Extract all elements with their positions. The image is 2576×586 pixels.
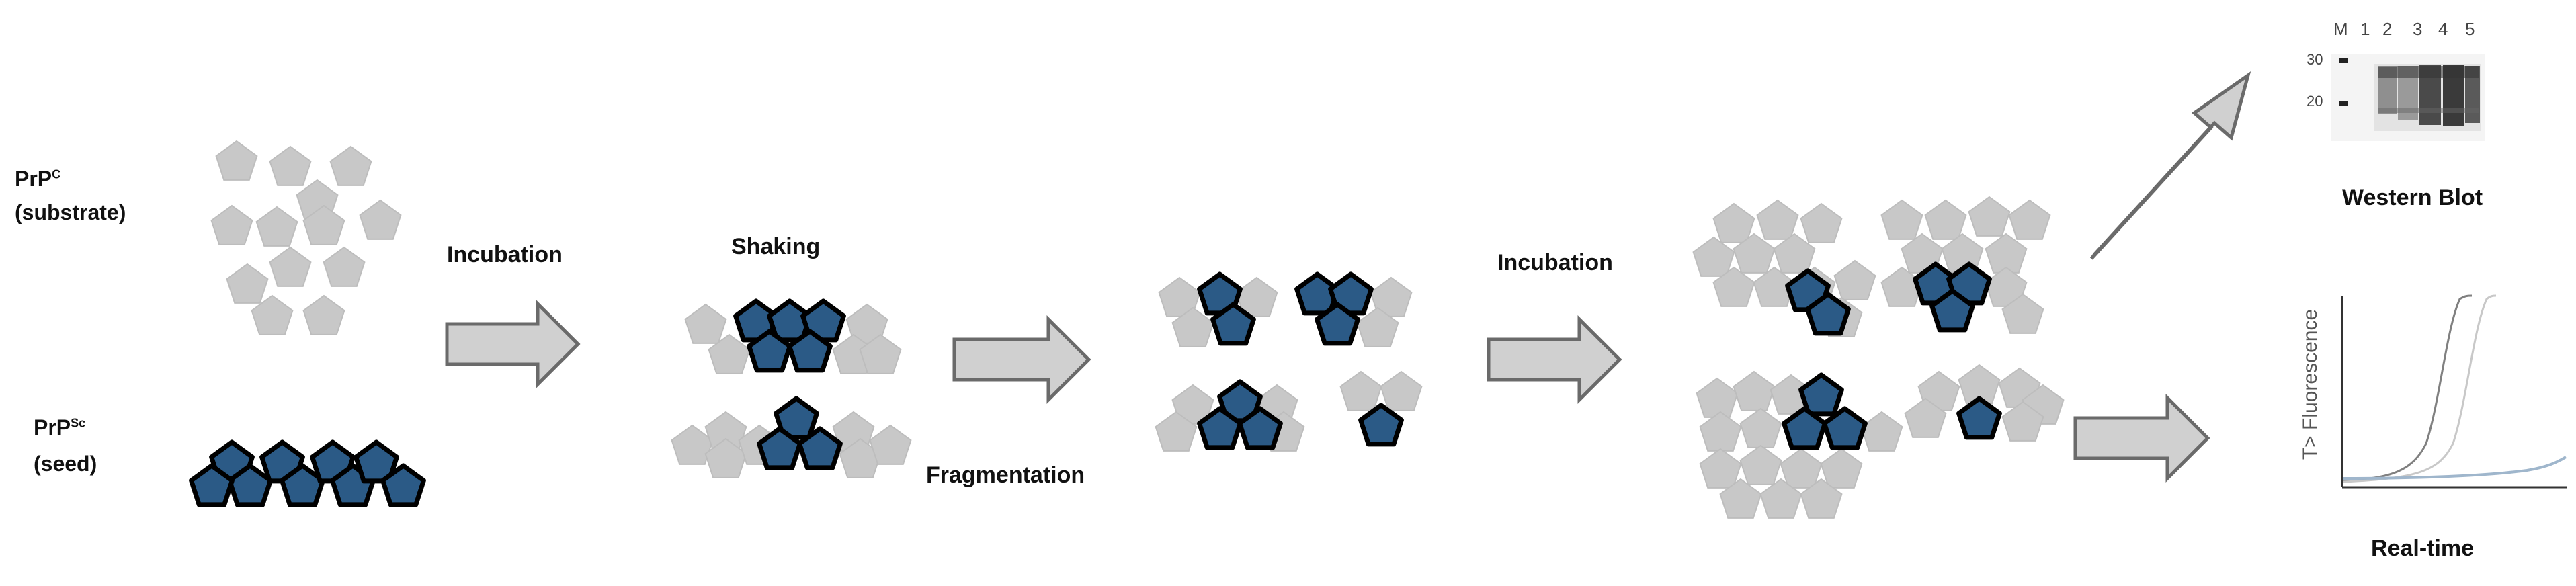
blot-lane-label-2: 2 bbox=[2382, 19, 2393, 39]
blot-marker-20: 20 bbox=[2307, 93, 2323, 110]
blot-marker-band-30 bbox=[2339, 58, 2348, 63]
incubation-label-1: Incubation bbox=[447, 242, 563, 267]
arrow-to-western-blot bbox=[2089, 71, 2251, 260]
arrow-incubation-2 bbox=[1487, 315, 1622, 405]
fragmentation-label: Fragmentation bbox=[926, 462, 1085, 488]
arrow-incubation-1 bbox=[445, 299, 581, 389]
prpsc-sup: Sc bbox=[71, 416, 86, 430]
fragment-4 bbox=[1339, 371, 1423, 444]
curve-dark bbox=[2343, 294, 2473, 482]
substrate-cluster bbox=[210, 140, 402, 335]
blot-marker-band-20 bbox=[2339, 101, 2348, 106]
result-aggregate-1 bbox=[1692, 200, 1876, 337]
arrow-fragmentation bbox=[952, 315, 1091, 405]
prpc-note: (substrate) bbox=[15, 200, 126, 224]
prpsc-label: PrPSc bbox=[34, 415, 85, 440]
prpsc-note: (seed) bbox=[34, 452, 97, 476]
fragment-3 bbox=[1155, 382, 1305, 452]
realtime-plot bbox=[2341, 294, 2567, 489]
blot-marker-30: 30 bbox=[2307, 51, 2323, 68]
curve-blue bbox=[2343, 456, 2567, 480]
blot-lane-label-4: 4 bbox=[2438, 19, 2448, 39]
blot-lane-label-m: M bbox=[2333, 19, 2348, 39]
curve-light bbox=[2343, 294, 2497, 483]
shaking-aggregate-bottom bbox=[671, 399, 912, 478]
result-aggregate-4 bbox=[1904, 364, 2065, 442]
result-aggregate-3 bbox=[1696, 371, 1903, 519]
blot-lane-label-1: 1 bbox=[2360, 19, 2370, 39]
result-aggregate-2 bbox=[1880, 196, 2051, 334]
prpsc-main: PrP bbox=[34, 415, 71, 440]
real-time-label: Real-time bbox=[2371, 536, 2475, 561]
prpc-sup: C bbox=[52, 167, 61, 181]
shaking-aggregate-top bbox=[684, 301, 902, 374]
fragment-2 bbox=[1297, 274, 1413, 347]
plot-ylabel: T> Fluorescence bbox=[2299, 308, 2321, 460]
western-blot-panel bbox=[2331, 54, 2485, 141]
prpc-main: PrP bbox=[15, 167, 52, 191]
arrow-to-real-time bbox=[2073, 393, 2210, 483]
prpc-label: PrPC bbox=[15, 167, 60, 192]
incubation-label-2: Incubation bbox=[1497, 250, 1613, 276]
seed-fibril bbox=[192, 442, 424, 505]
shaking-label: Shaking bbox=[731, 234, 821, 259]
western-blot-label: Western Blot bbox=[2342, 185, 2483, 210]
blot-lane-label-5: 5 bbox=[2465, 19, 2475, 39]
blot-lane-label-3: 3 bbox=[2413, 19, 2423, 39]
fragment-1 bbox=[1158, 274, 1278, 347]
